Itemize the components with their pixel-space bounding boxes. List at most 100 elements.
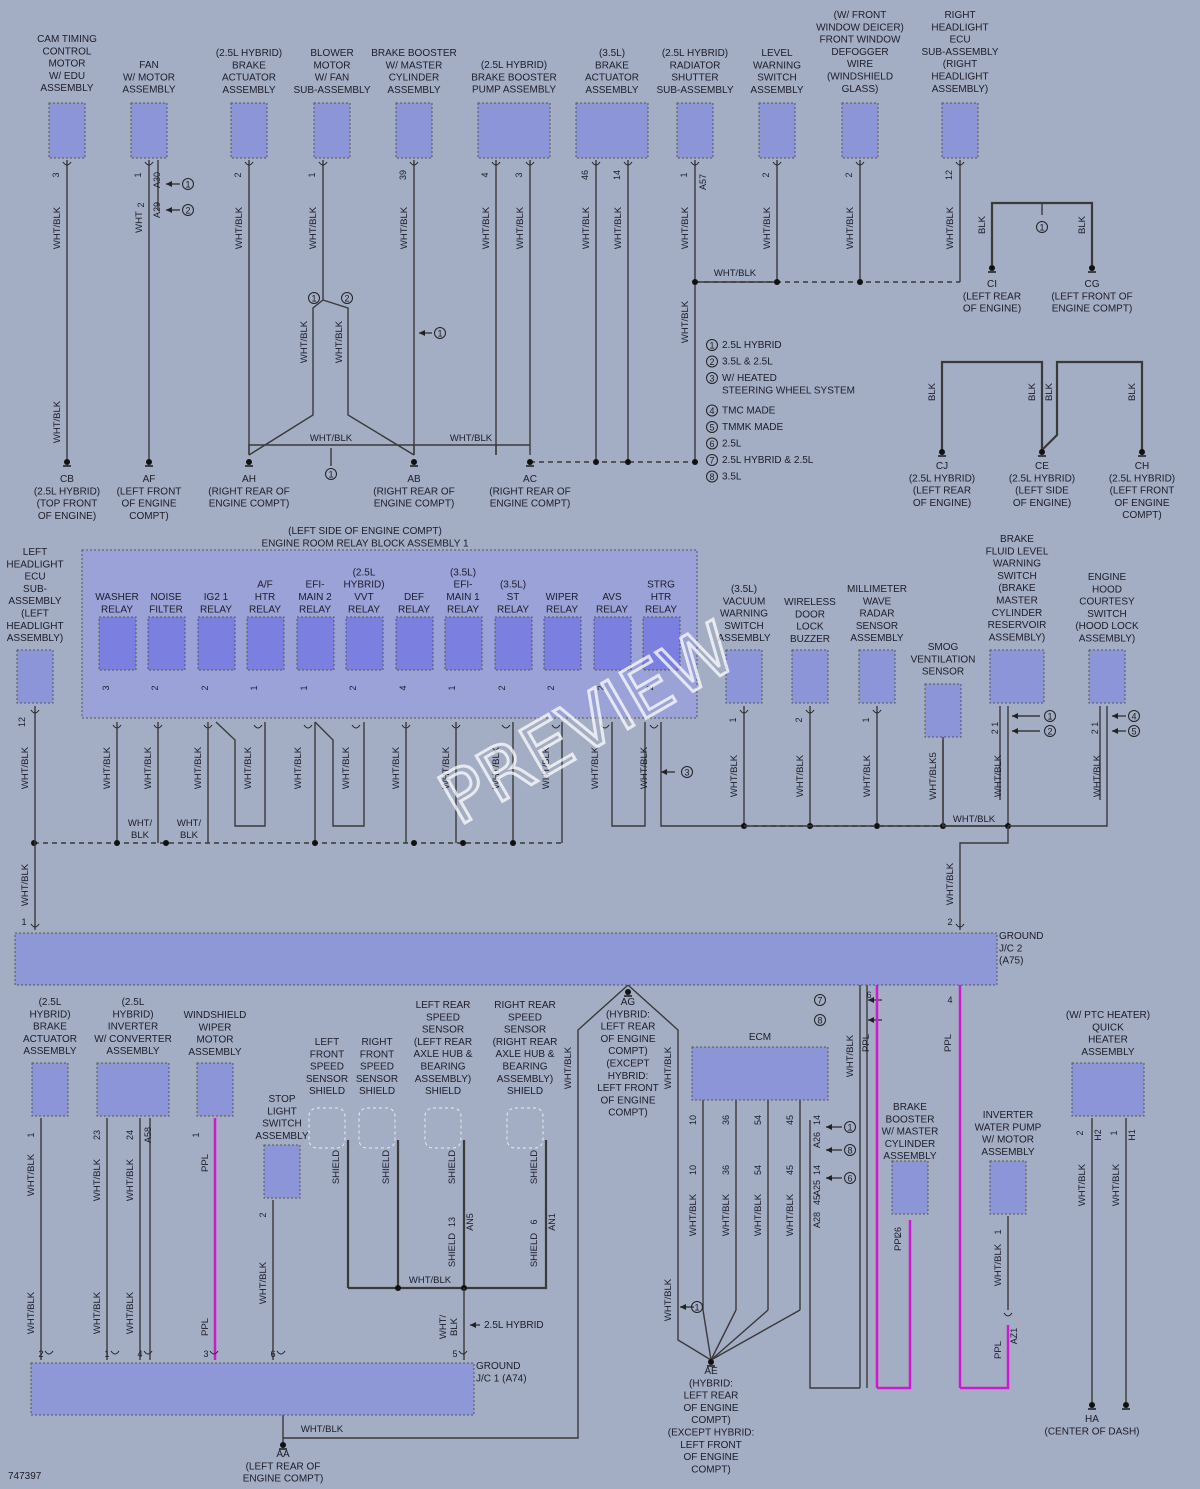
jc1-pin-2: 4 xyxy=(137,1349,142,1359)
rhead-box xyxy=(941,102,979,159)
blower-branch-2 xyxy=(322,299,415,456)
mid-pin-2: 1 xyxy=(861,717,871,722)
ag-left-label: WHT/BLK xyxy=(563,1046,574,1089)
legend-0-ring xyxy=(706,339,718,351)
fan-pin-a30: A30 xyxy=(152,172,162,188)
shield-lr-label-2: SHIELD xyxy=(447,1233,458,1267)
fluid-cond-1-arrowhead xyxy=(1012,713,1018,719)
relay-11-box xyxy=(642,616,681,671)
fan-box xyxy=(130,102,168,159)
relay-10-pin: 2 xyxy=(596,685,606,690)
fluid-cond-2-arrowhead xyxy=(1012,728,1018,734)
top-wire-label-4-0: WHT/BLK xyxy=(399,206,410,249)
ecm-pin-b-2: 54 xyxy=(753,1165,763,1175)
jc2-cond-8-arrowhead xyxy=(868,1017,874,1023)
ground-top-3-point xyxy=(411,459,417,465)
top-pin-5: 4 xyxy=(480,172,490,177)
ecm-to-ae-4 xyxy=(710,1309,801,1361)
legend-0-num: 1 xyxy=(709,340,714,350)
ecm-pin-b-3: 45 xyxy=(785,1165,795,1175)
b-wiper-label: PPL xyxy=(200,1154,211,1172)
b-pin-0: 1 xyxy=(26,1132,36,1137)
jc1-pin-mark-4 xyxy=(276,1350,286,1355)
ce-ch-wire xyxy=(1041,360,1144,451)
ecm-wire-label-2: WHT/BLK xyxy=(753,1193,764,1236)
fan-a29-arrowhead xyxy=(166,207,172,213)
wire-layer xyxy=(30,160,1146,1450)
ground-CE-point xyxy=(1039,449,1045,455)
blower-cond-2-num: 2 xyxy=(344,293,349,303)
ground-HA-2-point xyxy=(1123,1402,1129,1408)
jc1-pin-0: 2 xyxy=(38,1349,43,1359)
ecm-to-ae-2 xyxy=(710,1309,737,1361)
ch-blk-label: BLK xyxy=(1127,382,1138,401)
ppl-wire-booster-2 xyxy=(877,1220,912,1390)
fluid-cond-2c-ring xyxy=(1044,725,1056,737)
fan-cond-1-ring xyxy=(182,178,194,190)
ecm-pin-b-1: 36 xyxy=(721,1165,731,1175)
relay-3-box xyxy=(246,616,285,671)
fluid-cond-2c-num: 2 xyxy=(1047,726,1052,736)
hood-pins: 2 1 xyxy=(1090,722,1100,735)
shield-rf-label: SHIELD xyxy=(381,1150,392,1184)
booster-ppl-label: PPL xyxy=(893,1233,904,1251)
jc2-cond-7c-ring xyxy=(814,994,826,1006)
top-wire-label-11-0: WHT/BLK xyxy=(845,206,856,249)
pump-box xyxy=(477,102,551,159)
fan-cond-1-num: 1 xyxy=(185,179,190,189)
relay-11-pin: 2 xyxy=(645,685,655,690)
ecm-cond-8-arrowhead xyxy=(826,1147,832,1153)
ecm-pin-a-2: 54 xyxy=(753,1115,763,1125)
booster-box xyxy=(395,102,433,159)
fluid-box xyxy=(989,649,1045,704)
top-wire-label-2-0: WHT/BLK xyxy=(234,206,245,249)
legend-6-num: 7 xyxy=(709,455,714,465)
ground-top-2-point xyxy=(246,459,252,465)
ecm-cond-1-arrowhead xyxy=(826,1124,832,1130)
ppl-wire-pump-2 xyxy=(960,1325,1010,1390)
shutter-splice-2 xyxy=(857,279,863,285)
ground-CH-point xyxy=(1139,449,1145,455)
cj-blk-label: BLK xyxy=(927,382,938,401)
legend-text-3: TMC MADE xyxy=(722,406,776,417)
relay-8-pin: 2 xyxy=(497,685,507,690)
ptc-wire-label-2: WHT/BLK xyxy=(1111,1163,1122,1206)
top-wire-mark-10 xyxy=(772,161,782,166)
ah-ab-bus-label: WHT/BLK xyxy=(310,433,353,444)
ground-top-1-point xyxy=(146,459,152,465)
relay-wire-mark-3 xyxy=(253,724,263,729)
b-stop-pin: 2 xyxy=(258,1212,268,1217)
b_bbooster-box xyxy=(891,1160,929,1215)
relay-4-box xyxy=(296,616,335,671)
jc2-pin-4: 4 xyxy=(947,995,952,1005)
top-wire-label-7-0: WHT/BLK xyxy=(581,206,592,249)
b-inv-label-2b: WHT/BLK xyxy=(125,1291,136,1334)
ah-ab-cond-1-num: 1 xyxy=(328,469,333,479)
b-stop-label: WHT/BLK xyxy=(258,1261,269,1304)
relay-5-box xyxy=(345,616,384,671)
jc2-wire-label: WHT/BLK xyxy=(945,862,956,905)
relay-bus-splice-0 xyxy=(31,840,37,846)
jc1-pin-mark-3 xyxy=(209,1350,219,1355)
blower-cond-1-num: 1 xyxy=(311,293,316,303)
ecm-side-pin-4: 45 xyxy=(812,1195,822,1205)
relay-wire-label-0: WHT/BLK xyxy=(102,746,113,789)
ecm-pin-a-3: 45 xyxy=(785,1115,795,1125)
b_rrs-shield xyxy=(506,1107,544,1149)
ab-ac-bus-label: WHT/BLK xyxy=(450,433,493,444)
top-pin-6: 3 xyxy=(514,172,524,177)
hood-cond-5c-num: 5 xyxy=(1131,726,1136,736)
mid-bus-label: WHT/BLK xyxy=(953,814,996,825)
